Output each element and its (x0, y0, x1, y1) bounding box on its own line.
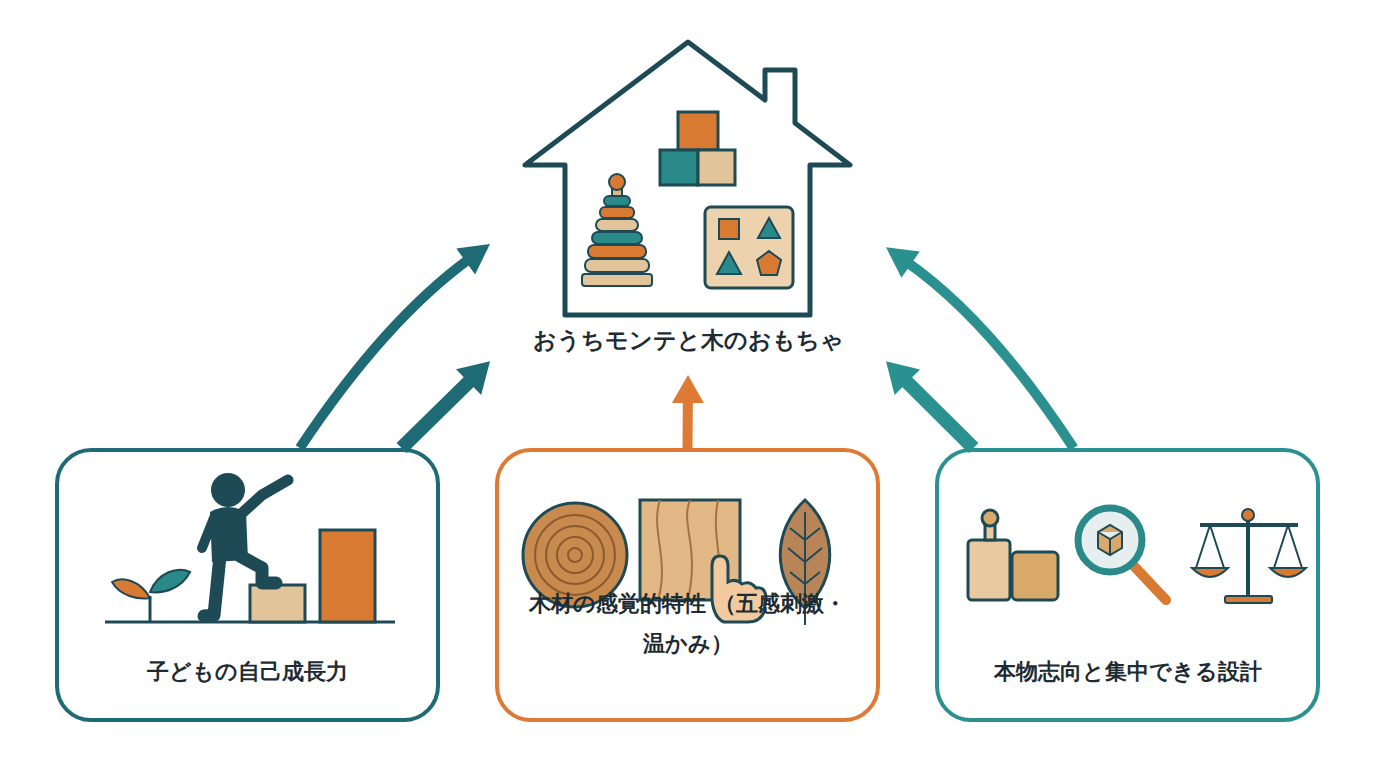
toy-block (660, 150, 698, 185)
flow-arrow (402, 378, 473, 448)
house-outline-svg (490, 30, 886, 375)
child-arm (202, 518, 214, 548)
child-head (211, 473, 245, 507)
box-label: 本物志向と集中できる設計 (939, 657, 1316, 687)
box-label: 子どもの自己成長力 (59, 657, 436, 687)
sorter-square (719, 219, 739, 239)
flow-arrow (300, 258, 471, 448)
child-leg (240, 556, 276, 583)
arrow-head (886, 247, 920, 277)
arrow-head (672, 375, 704, 403)
tree-ring (546, 526, 604, 584)
tree-ring (557, 537, 593, 573)
house-outline (525, 42, 850, 315)
concept-box: 木材の感覚的特性 （五感刺激・温かみ） (495, 448, 880, 722)
concept-box: 本物志向と集中できる設計 (935, 448, 1320, 722)
stacker-ring (588, 245, 646, 258)
arrow-head (886, 361, 920, 395)
scale-pan (1270, 568, 1306, 577)
cylinder-knob (982, 510, 998, 526)
step-block (250, 585, 305, 622)
scale-strings (1196, 525, 1302, 568)
sprout-leaf (150, 570, 190, 593)
flow-arrow (683, 397, 693, 448)
step-block-tall (320, 530, 375, 622)
magnifier-lens (1078, 508, 1142, 572)
magnified-cube (1098, 525, 1122, 555)
scale-pole (1246, 518, 1250, 598)
scale-base (1225, 596, 1272, 603)
scale-beam (1200, 523, 1298, 527)
toy-block (698, 150, 735, 185)
stacker-ring (596, 219, 638, 231)
sprout-stem (149, 596, 152, 622)
flow-arrow (906, 261, 1074, 448)
shape-sorter (705, 207, 793, 288)
wooden-cylinder (968, 540, 1010, 600)
arrow-head (456, 244, 490, 275)
scale-pan (1192, 568, 1228, 577)
sorter-triangle (717, 252, 741, 274)
sprout-leaf (112, 579, 150, 598)
scale-pivot (1242, 509, 1254, 521)
child-arm (240, 480, 288, 515)
sorter-triangle (758, 218, 780, 238)
child-leg (204, 556, 220, 616)
arrow-head (456, 361, 490, 395)
sorter-pentagon (757, 251, 781, 275)
magnifier-handle (1132, 564, 1166, 600)
stacker-ring (604, 196, 630, 206)
box-label: 木材の感覚的特性 （五感刺激・温かみ） (499, 584, 876, 664)
concept-box: 子どもの自己成長力 (55, 448, 440, 722)
stacker-top (609, 174, 625, 190)
stacker-ring (585, 259, 649, 272)
flow-arrow (903, 378, 973, 448)
stacker-base (582, 274, 652, 286)
house-node: おうちモンテと木のおもちゃ (490, 30, 886, 375)
wooden-cylinder (1012, 552, 1058, 600)
stacker-ring (592, 232, 642, 244)
house-heading: おうちモンテと木のおもちゃ (490, 325, 886, 355)
stacker-ring (600, 207, 634, 218)
tree-ring (535, 515, 615, 595)
tree-ring (568, 548, 582, 562)
toy-block (678, 112, 718, 150)
